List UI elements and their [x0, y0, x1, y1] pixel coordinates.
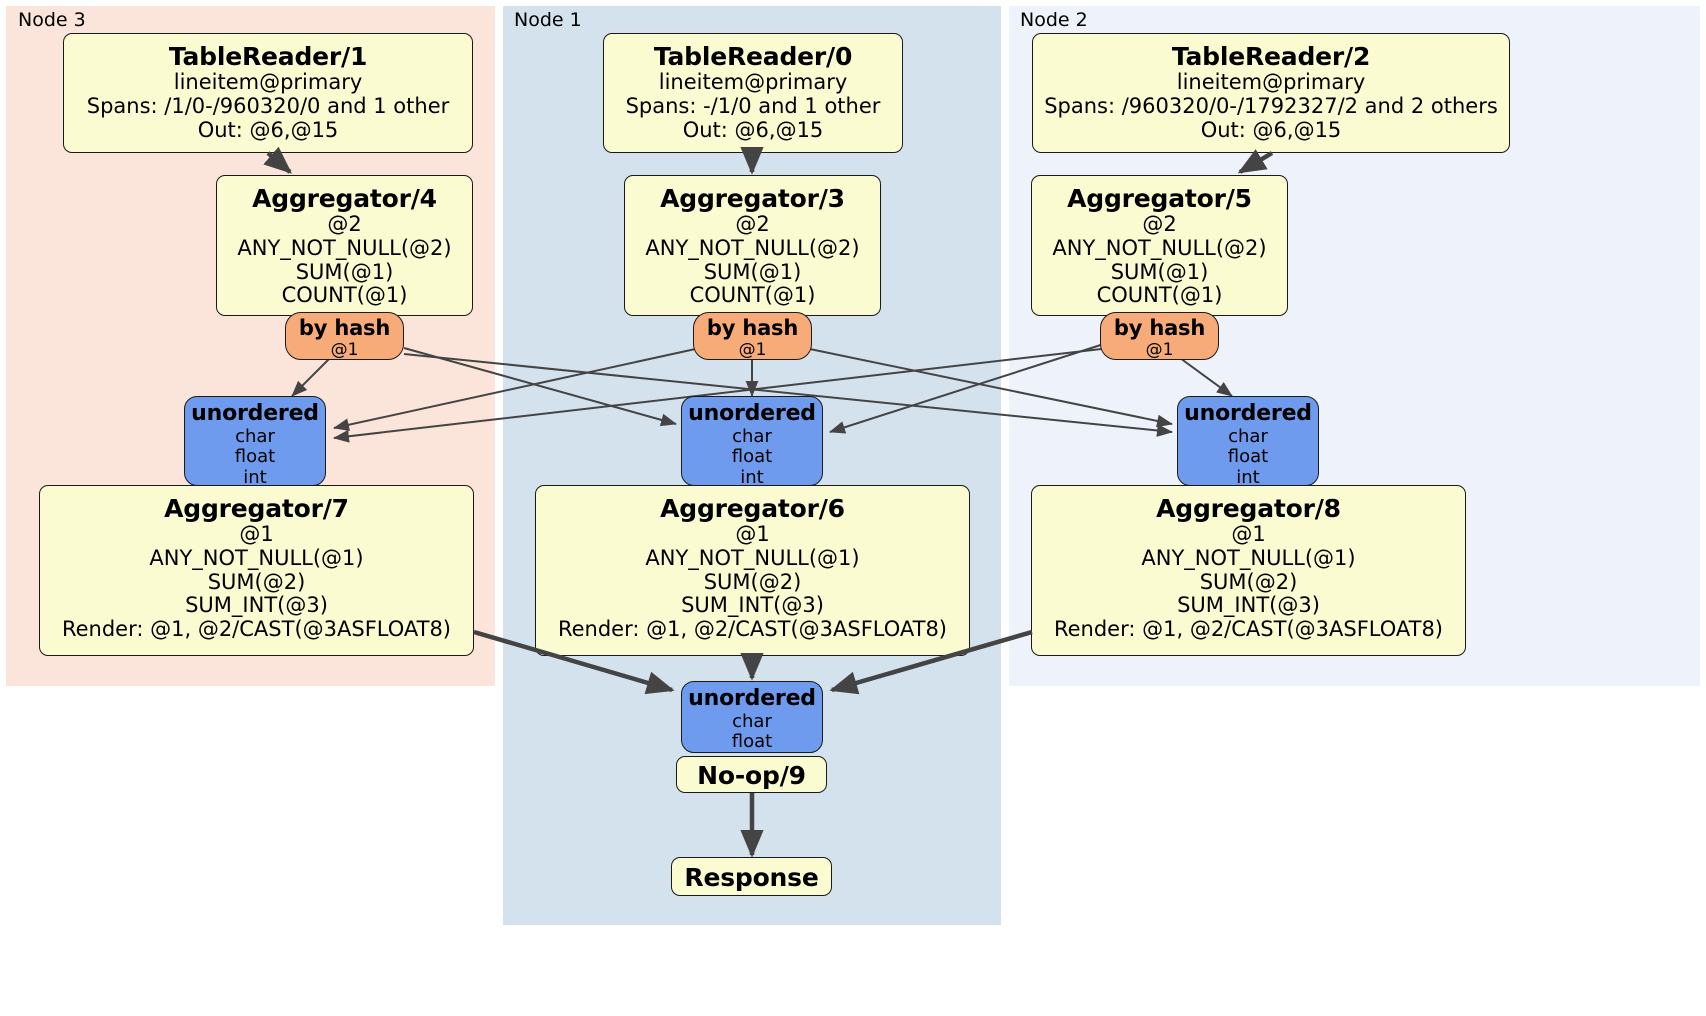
sync-detail-line: char — [1228, 425, 1268, 447]
node-aggregator-5[interactable]: Aggregator/5 @2 ANY_NOT_NULL(@2) SUM(@1)… — [1031, 175, 1288, 316]
node-detail-line: SUM_INT(@3) — [1177, 593, 1320, 618]
node-tablereader-0[interactable]: TableReader/0 lineitem@primary Spans: -/… — [603, 33, 903, 153]
node-detail-line: @1 — [239, 522, 274, 547]
sync-title: unordered — [688, 401, 816, 426]
node-detail-line: lineitem@primary — [173, 70, 363, 95]
node-response[interactable]: Response — [671, 857, 832, 896]
node-detail-line: ANY_NOT_NULL(@2) — [237, 235, 452, 260]
node-detail-line: SUM_INT(@3) — [681, 593, 824, 618]
node-detail-line: @1 — [735, 522, 770, 547]
router-by-hash-center[interactable]: by hash @1 — [693, 312, 812, 360]
sync-title: unordered — [1184, 401, 1312, 426]
node-detail-line: ANY_NOT_NULL(@2) — [1052, 235, 1267, 260]
sync-detail-line: float — [1227, 446, 1269, 468]
node-detail-line: SUM_INT(@3) — [185, 593, 328, 618]
node-detail-line: Render: @1, @2/CAST(@3ASFLOAT8) — [1053, 617, 1444, 642]
node-title: TableReader/2 — [1171, 42, 1371, 71]
node-tablereader-2[interactable]: TableReader/2 lineitem@primary Spans: /9… — [1032, 33, 1510, 153]
node-title: Aggregator/5 — [1067, 184, 1252, 213]
node-title: Aggregator/8 — [1156, 494, 1341, 523]
node-detail-line: SUM(@2) — [207, 569, 306, 594]
cluster-label-node1: Node 1 — [514, 9, 582, 31]
node-detail-line: @2 — [327, 212, 362, 237]
node-detail-line: Render: @1, @2/CAST(@3ASFLOAT8) — [61, 617, 452, 642]
node-detail-line: Spans: -/1/0 and 1 other — [625, 93, 881, 118]
sync-title: unordered — [191, 401, 319, 426]
router-detail-line: @1 — [330, 339, 359, 360]
node-detail-line: SUM(@1) — [1110, 259, 1209, 284]
node-detail-line: SUM(@1) — [295, 259, 394, 284]
sync-unordered-right[interactable]: unordered char float int — [1177, 396, 1319, 488]
node-detail-line: @2 — [735, 212, 770, 237]
router-title: by hash — [1113, 316, 1206, 340]
node-title: Response — [684, 863, 819, 893]
node-detail-line: Out: @6,@15 — [1200, 117, 1342, 142]
node-noop-9[interactable]: No-op/9 — [676, 756, 827, 793]
node-aggregator-4[interactable]: Aggregator/4 @2 ANY_NOT_NULL(@2) SUM(@1)… — [216, 175, 473, 316]
node-title: Aggregator/6 — [660, 494, 845, 523]
node-title: TableReader/0 — [653, 42, 853, 71]
node-detail-line: lineitem@primary — [1176, 70, 1366, 95]
sync-title: unordered — [688, 686, 816, 711]
sync-detail-line: char — [732, 710, 772, 732]
sync-unordered-left[interactable]: unordered char float int — [184, 396, 326, 488]
node-detail-line: SUM(@2) — [1199, 569, 1298, 594]
node-detail-line: ANY_NOT_NULL(@1) — [1141, 545, 1356, 570]
router-title: by hash — [706, 316, 799, 340]
node-detail-line: Spans: /1/0-/960320/0 and 1 other — [86, 93, 450, 118]
node-aggregator-6[interactable]: Aggregator/6 @1 ANY_NOT_NULL(@1) SUM(@2)… — [535, 485, 970, 656]
node-detail-line: COUNT(@1) — [689, 283, 816, 308]
router-by-hash-right[interactable]: by hash @1 — [1100, 312, 1219, 360]
sync-detail-line: char — [235, 425, 275, 447]
node-detail-line: ANY_NOT_NULL(@1) — [149, 545, 364, 570]
sync-detail-line: char — [732, 425, 772, 447]
node-title: Aggregator/3 — [660, 184, 845, 213]
node-detail-line: Out: @6,@15 — [197, 117, 339, 142]
node-tablereader-1[interactable]: TableReader/1 lineitem@primary Spans: /1… — [63, 33, 473, 153]
node-detail-line: Render: @1, @2/CAST(@3ASFLOAT8) — [557, 617, 948, 642]
router-by-hash-left[interactable]: by hash @1 — [285, 312, 404, 360]
cluster-label-node3: Node 3 — [18, 9, 86, 31]
node-detail-line: COUNT(@1) — [281, 283, 408, 308]
sync-detail-line: float — [731, 446, 773, 468]
node-detail-line: ANY_NOT_NULL(@2) — [645, 235, 860, 260]
sync-unordered-final[interactable]: unordered char float — [681, 681, 823, 753]
node-detail-line: SUM(@2) — [703, 569, 802, 594]
node-detail-line: SUM(@1) — [703, 259, 802, 284]
sync-unordered-center[interactable]: unordered char float int — [681, 396, 823, 488]
node-detail-line: @1 — [1231, 522, 1266, 547]
router-title: by hash — [298, 316, 391, 340]
sync-detail-line: float — [731, 731, 773, 753]
cluster-label-node2: Node 2 — [1020, 9, 1088, 31]
node-aggregator-7[interactable]: Aggregator/7 @1 ANY_NOT_NULL(@1) SUM(@2)… — [39, 485, 474, 656]
node-title: Aggregator/4 — [252, 184, 437, 213]
sync-detail-line: int — [740, 466, 764, 488]
node-title: TableReader/1 — [168, 42, 368, 71]
node-detail-line: Spans: /960320/0-/1792327/2 and 2 others — [1044, 93, 1498, 118]
node-detail-line: Out: @6,@15 — [682, 117, 824, 142]
node-aggregator-3[interactable]: Aggregator/3 @2 ANY_NOT_NULL(@2) SUM(@1)… — [624, 175, 881, 316]
node-title: No-op/9 — [697, 760, 806, 790]
sync-detail-line: int — [1236, 466, 1260, 488]
sync-detail-line: float — [234, 446, 276, 468]
node-detail-line: lineitem@primary — [658, 70, 848, 95]
node-aggregator-8[interactable]: Aggregator/8 @1 ANY_NOT_NULL(@1) SUM(@2)… — [1031, 485, 1466, 656]
node-title: Aggregator/7 — [164, 494, 349, 523]
node-detail-line: COUNT(@1) — [1096, 283, 1223, 308]
router-detail-line: @1 — [1145, 339, 1174, 360]
node-detail-line: ANY_NOT_NULL(@1) — [645, 545, 860, 570]
router-detail-line: @1 — [738, 339, 767, 360]
node-detail-line: @2 — [1142, 212, 1177, 237]
sync-detail-line: int — [243, 466, 267, 488]
